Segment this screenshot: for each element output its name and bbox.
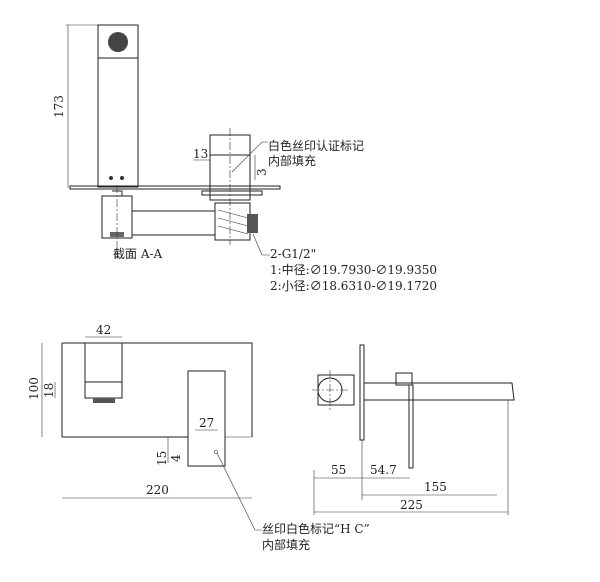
dim-3: 3 [255, 168, 269, 176]
dim-42: 42 [96, 323, 111, 337]
dim-220: 220 [146, 483, 169, 497]
dim-15: 15 [155, 451, 169, 466]
front-lever [187, 370, 226, 467]
cert-note-line1: 白色丝印认证标记 [268, 138, 364, 153]
hc-note-line1: 丝印白色标记“H C” [262, 521, 370, 536]
dim-4: 4 [169, 454, 183, 462]
front-view: 42 100 18 27 15 4 220 丝印白色标记“H C” 内部填充 [27, 323, 370, 552]
section-label: 截面 A-A [113, 247, 163, 261]
side-view: 55 54.7 155 225 [312, 344, 515, 515]
dim-18: 18 [42, 383, 56, 398]
cert-note-line2: 内部填充 [268, 153, 316, 168]
dim-100: 100 [27, 377, 41, 400]
dim-55: 55 [331, 463, 346, 477]
dim-13: 13 [193, 147, 208, 161]
dim-173: 173 [52, 95, 66, 118]
section-view: 173 13 3 白色丝印认证标记 内部填充 截面 A-A 2-G1/2" 1:… [52, 24, 437, 293]
inlet-thread-end [247, 214, 258, 233]
dim-225: 225 [400, 498, 423, 512]
hc-note-line2: 内部填充 [262, 537, 310, 552]
front-spout [84, 342, 123, 399]
aerator-icon [108, 32, 128, 52]
front-plate [61, 342, 253, 438]
dim-27: 27 [199, 416, 214, 430]
side-lever [408, 384, 414, 469]
threaded-inlet [214, 202, 251, 241]
dim-54-7: 54.7 [370, 463, 397, 477]
dim-155: 155 [424, 480, 447, 494]
thread-minor-dia: 2:小径:∅18.6310-∅19.1720 [270, 279, 437, 293]
thread-pitch-dia: 1:中径:∅19.7930-∅19.9350 [270, 262, 437, 277]
wall-plate [69, 185, 281, 190]
side-plate [359, 344, 365, 441]
thread-spec: 2-G1/2" [270, 247, 316, 261]
spout-body-top [97, 24, 139, 188]
side-spout [364, 382, 515, 401]
